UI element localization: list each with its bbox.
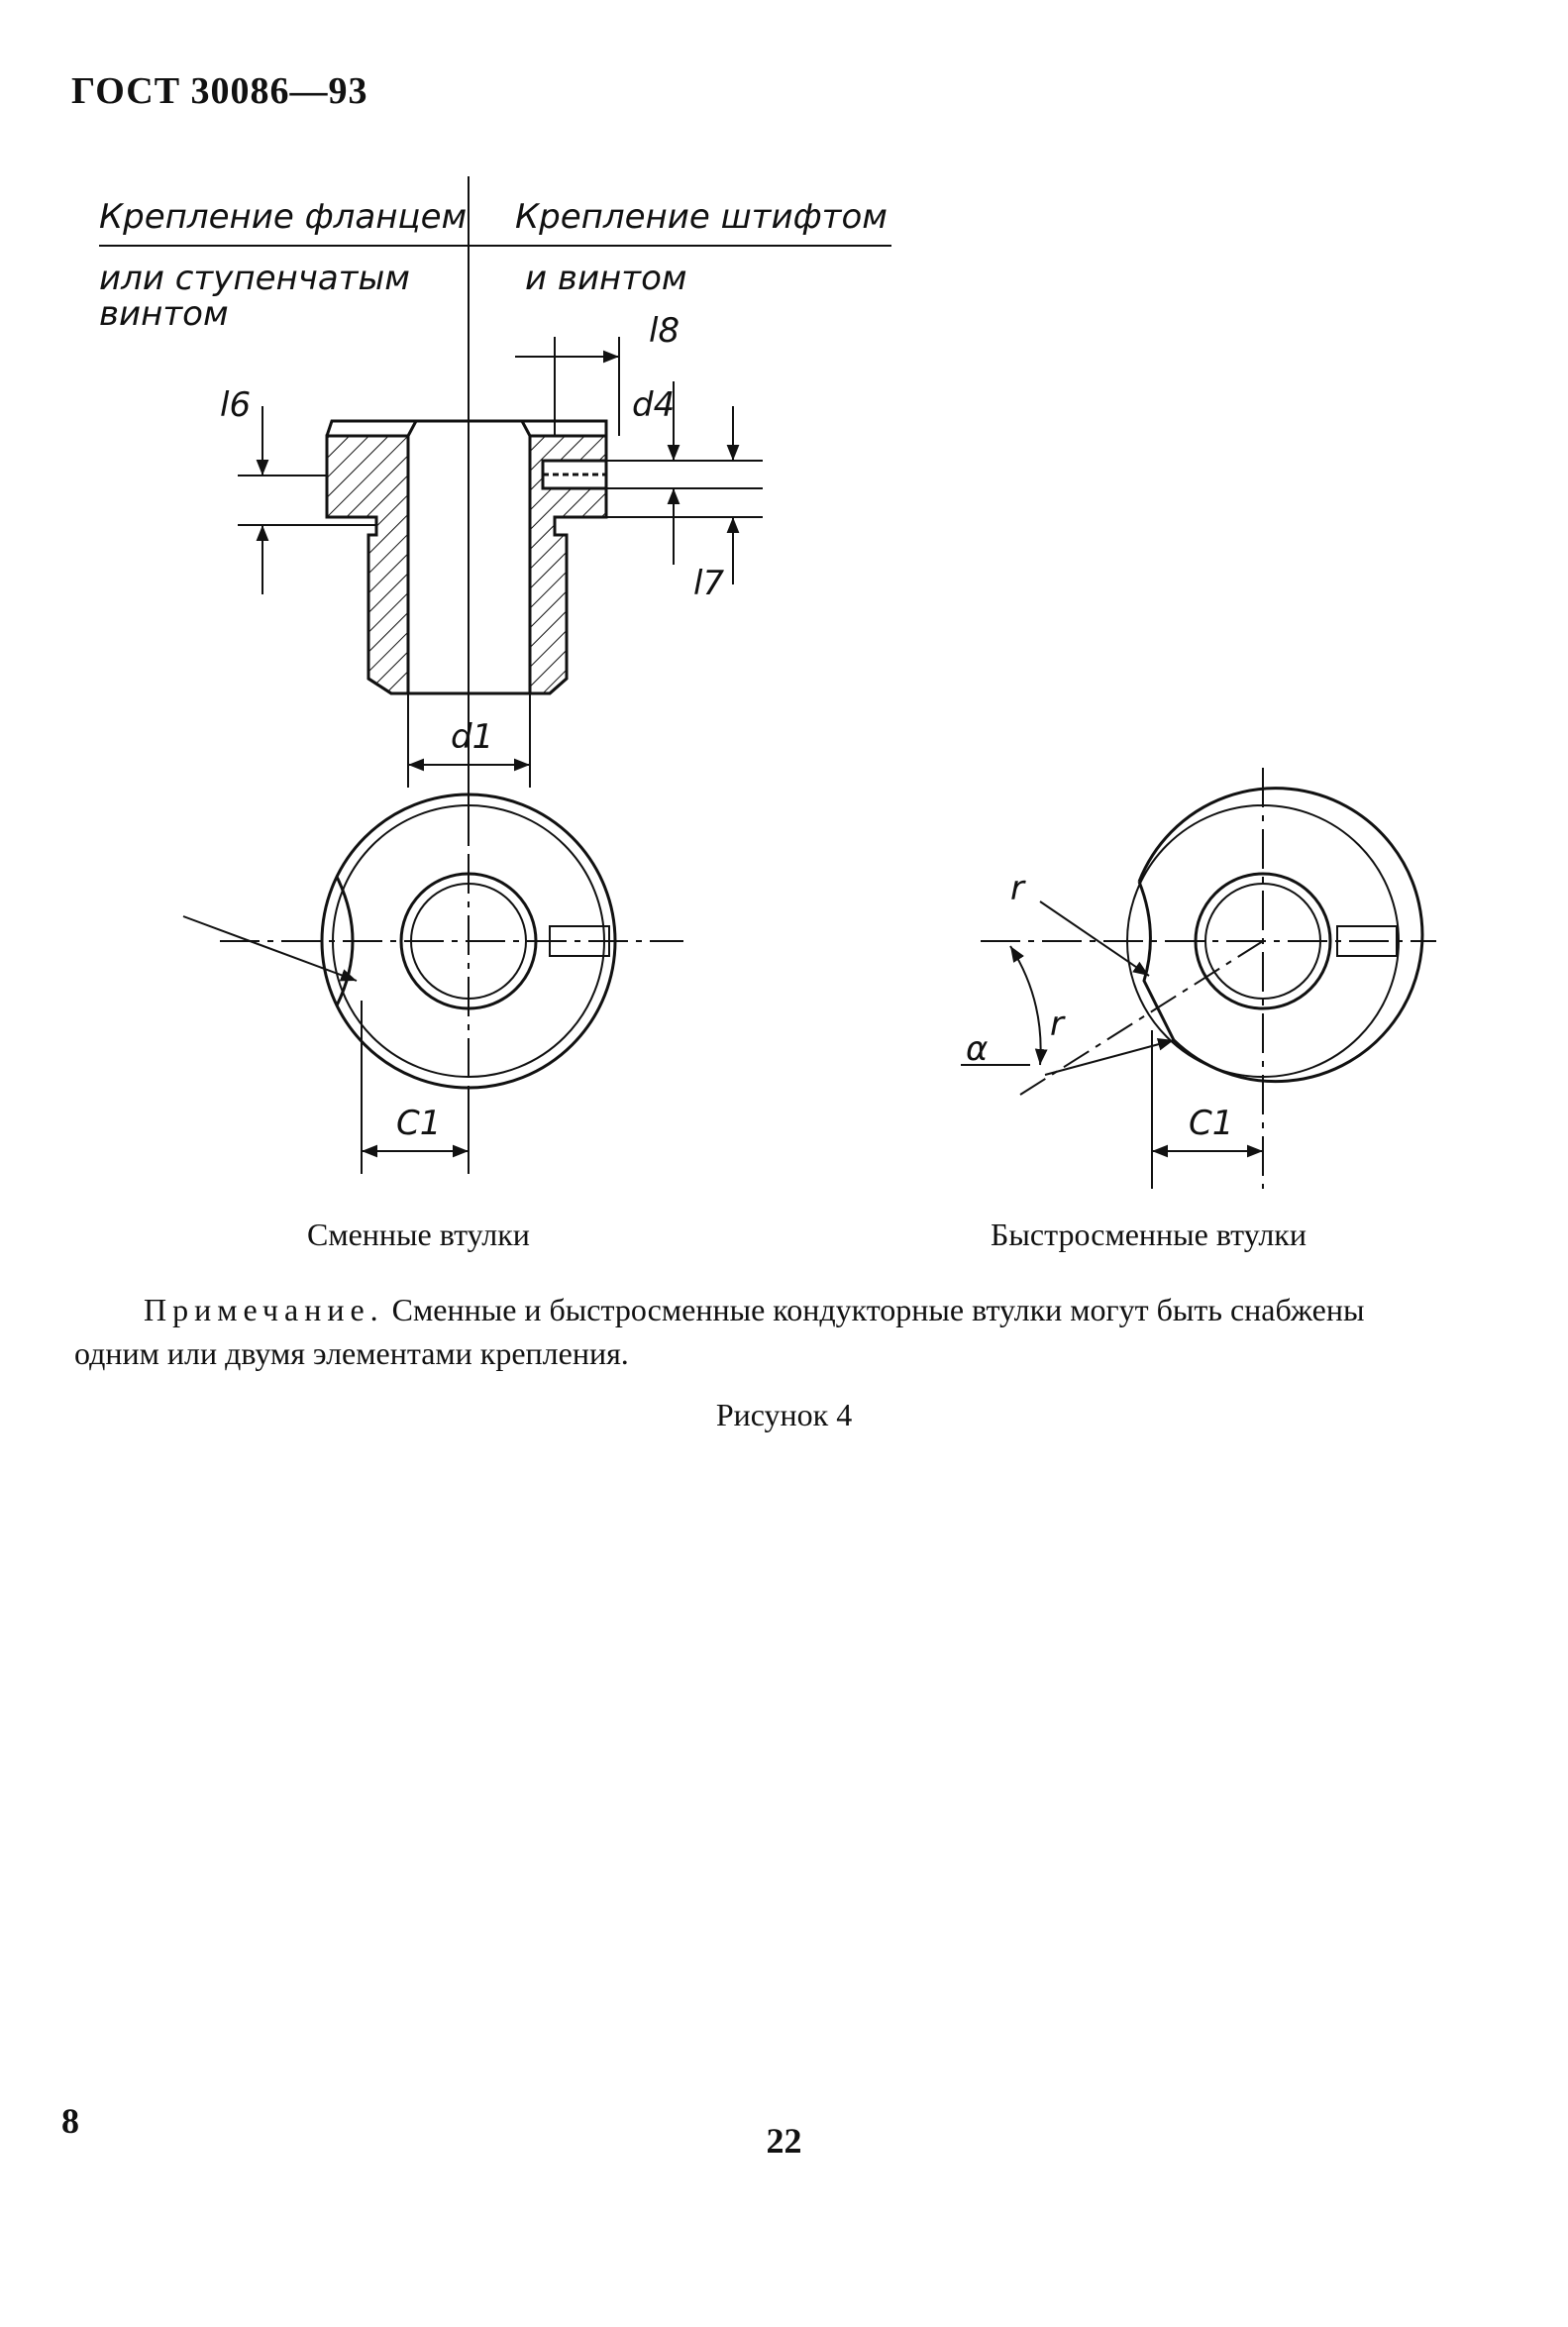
dim-c1-right: C1 bbox=[1189, 1104, 1233, 1143]
dim-c1-left: C1 bbox=[396, 1104, 441, 1143]
technical-drawing: Крепление фланцем или ступенчатым винтом… bbox=[99, 176, 1436, 1189]
dim-d1: d1 bbox=[451, 717, 493, 757]
dimension-lines bbox=[238, 337, 763, 788]
dim-l7: l7 bbox=[693, 564, 724, 603]
dim-r-upper: r bbox=[1010, 869, 1026, 908]
caption-left: Сменные втулки bbox=[307, 1216, 530, 1252]
bushing-section bbox=[325, 419, 608, 695]
page-number: 22 bbox=[766, 2121, 802, 2161]
bushing-plan-right bbox=[961, 768, 1436, 1189]
dim-l8: l8 bbox=[649, 311, 679, 351]
caption-right: Быстросменные втулки bbox=[991, 1216, 1307, 1252]
header-left-line1: Крепление фланцем bbox=[99, 197, 467, 237]
header-right-line2: и винтом bbox=[525, 259, 687, 298]
dim-l6: l6 bbox=[220, 385, 251, 425]
header-right-line1: Крепление штифтом bbox=[515, 197, 888, 237]
dim-d4: d4 bbox=[632, 385, 675, 425]
bushing-plan-left bbox=[182, 793, 683, 1174]
note-label: Примечание. bbox=[144, 1292, 384, 1327]
header-table bbox=[99, 176, 891, 842]
dim-r-lower: r bbox=[1050, 1005, 1066, 1044]
header-left-line3: винтом bbox=[99, 294, 229, 334]
dim-alpha: α bbox=[966, 1029, 988, 1069]
footer-left-number: 8 bbox=[61, 2101, 79, 2141]
note-paragraph: Примечание. Сменные и быстросменные конд… bbox=[74, 1288, 1441, 1375]
header-left-line2: или ступенчатым bbox=[99, 259, 410, 298]
figure-number: Рисунок 4 bbox=[715, 1397, 853, 1432]
note-text: Сменные и быстросменные кондукторные вту… bbox=[74, 1292, 1365, 1371]
document-header: ГОСТ 30086—93 bbox=[71, 70, 368, 112]
